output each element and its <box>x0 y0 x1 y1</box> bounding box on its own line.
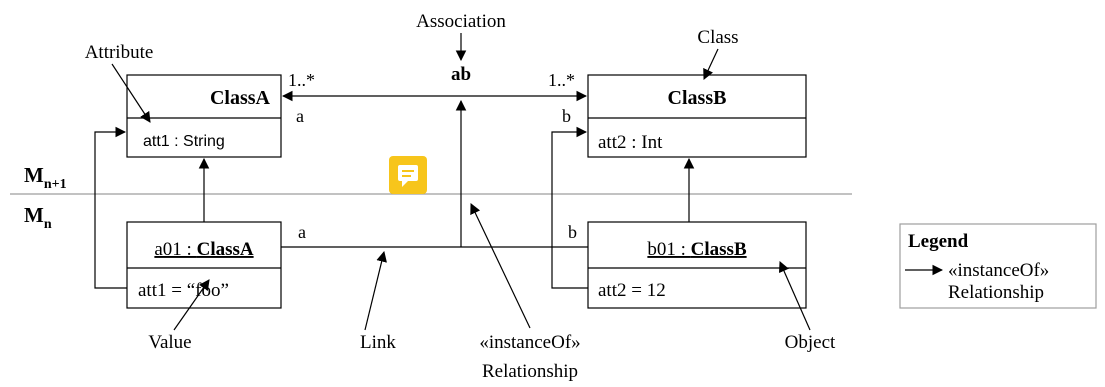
callout-object-pointer <box>778 261 811 331</box>
object-a01-title: a01 : ClassA <box>154 239 254 260</box>
association-name: ab <box>451 64 471 85</box>
callout-class: Class <box>697 27 738 48</box>
object-b01-box[interactable]: b01 : ClassB att2 = 12 <box>587 221 807 309</box>
callout-link: Link <box>360 332 396 353</box>
object-a01-box[interactable]: a01 : ClassA att1 = “foo” <box>126 221 282 309</box>
class-b-box[interactable]: ClassB att2 : Int <box>587 74 807 158</box>
class-b-name: ClassB <box>668 87 727 109</box>
callout-attribute: Attribute <box>85 42 154 63</box>
legend-line2: Relationship <box>948 282 1044 303</box>
callout-object: Object <box>785 332 836 353</box>
note-glyph <box>398 165 418 187</box>
callout-instanceof-pointer <box>470 203 531 329</box>
callout-class-pointer <box>703 48 719 80</box>
link-role-b: b <box>568 222 577 242</box>
level-lower-label: Mn <box>24 203 52 232</box>
object-b01-value: att2 = 12 <box>598 280 666 301</box>
legend: Legend «instanceOf» Relationship <box>899 223 1097 309</box>
class-b-attribute: att2 : Int <box>598 132 663 153</box>
link-role-a: a <box>298 222 306 242</box>
legend-title: Legend <box>908 231 969 252</box>
object-a01-value: att1 = “foo” <box>138 280 229 301</box>
class-a-box[interactable]: ClassA att1 : String <box>126 74 282 158</box>
callout-value: Value <box>148 332 191 353</box>
value-a-instanceof-arrow <box>94 126 127 289</box>
value-b-instanceof-arrow <box>551 126 588 289</box>
callout-attribute-pointer <box>111 63 151 123</box>
callout-association: Association <box>416 11 506 32</box>
level-upper-label: Mn+1 <box>24 163 67 192</box>
object-b01-title: b01 : ClassB <box>647 239 747 260</box>
comment-note-icon[interactable] <box>389 156 427 194</box>
callout-instanceof-line2: Relationship <box>482 361 578 382</box>
callout-instanceof-line1: «instanceOf» <box>479 332 580 353</box>
assoc-role-b: b <box>562 106 571 126</box>
legend-line1: «instanceOf» <box>948 260 1049 281</box>
class-a-attribute: att1 : String <box>143 133 225 150</box>
class-a-name: ClassA <box>210 87 271 109</box>
assoc-role-a: a <box>296 106 304 126</box>
mult-left: 1..* <box>288 70 315 90</box>
callout-link-pointer <box>364 250 387 331</box>
mult-right: 1..* <box>548 70 575 90</box>
callout-value-pointer <box>173 279 210 331</box>
